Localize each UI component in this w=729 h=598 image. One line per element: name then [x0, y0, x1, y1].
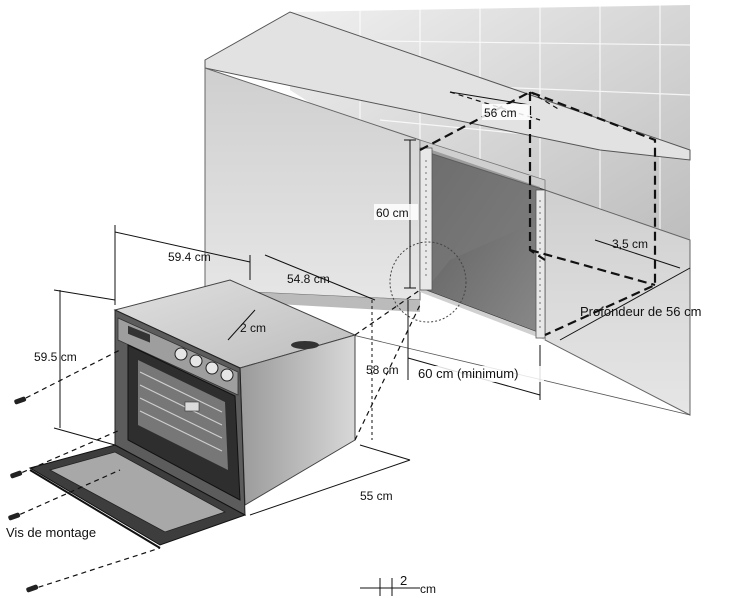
- label-opening-width: 60 cm (minimum): [418, 366, 518, 381]
- label-front-offset: 2 cm: [240, 321, 266, 335]
- dimension-lines: [11, 91, 691, 596]
- detail-circle: [389, 241, 467, 323]
- label-bottom-gap-number: 2: [400, 573, 407, 588]
- screw-icon: [14, 396, 27, 405]
- screw-icon: [26, 584, 39, 593]
- label-rear-gap: 3,5 cm: [612, 237, 648, 251]
- oven: [28, 279, 357, 549]
- mounting-screws: [8, 396, 39, 593]
- screw-icon: [8, 512, 21, 521]
- kitchen-cabinet: [204, 11, 691, 416]
- label-cabinet-height: 60 cm: [376, 206, 409, 220]
- label-cabinet-width: 56 cm: [484, 106, 517, 120]
- label-screws: Vis de montage: [6, 525, 96, 540]
- label-oven-depth: 54.8 cm: [287, 272, 330, 286]
- label-bottom-gap-unit: cm: [420, 582, 436, 596]
- dimension-labels: 56 cm 60 cm 3,5 cm Profondeur de 56 cm 6…: [6, 104, 701, 596]
- label-bottom-depth: 55 cm: [360, 489, 393, 503]
- label-oven-width: 59.4 cm: [168, 250, 211, 264]
- label-oven-height-total: 58 cm: [366, 363, 399, 377]
- screw-icon: [10, 470, 23, 479]
- label-front-height: 59.5 cm: [34, 350, 77, 364]
- label-depth: Profondeur de 56 cm: [580, 304, 701, 319]
